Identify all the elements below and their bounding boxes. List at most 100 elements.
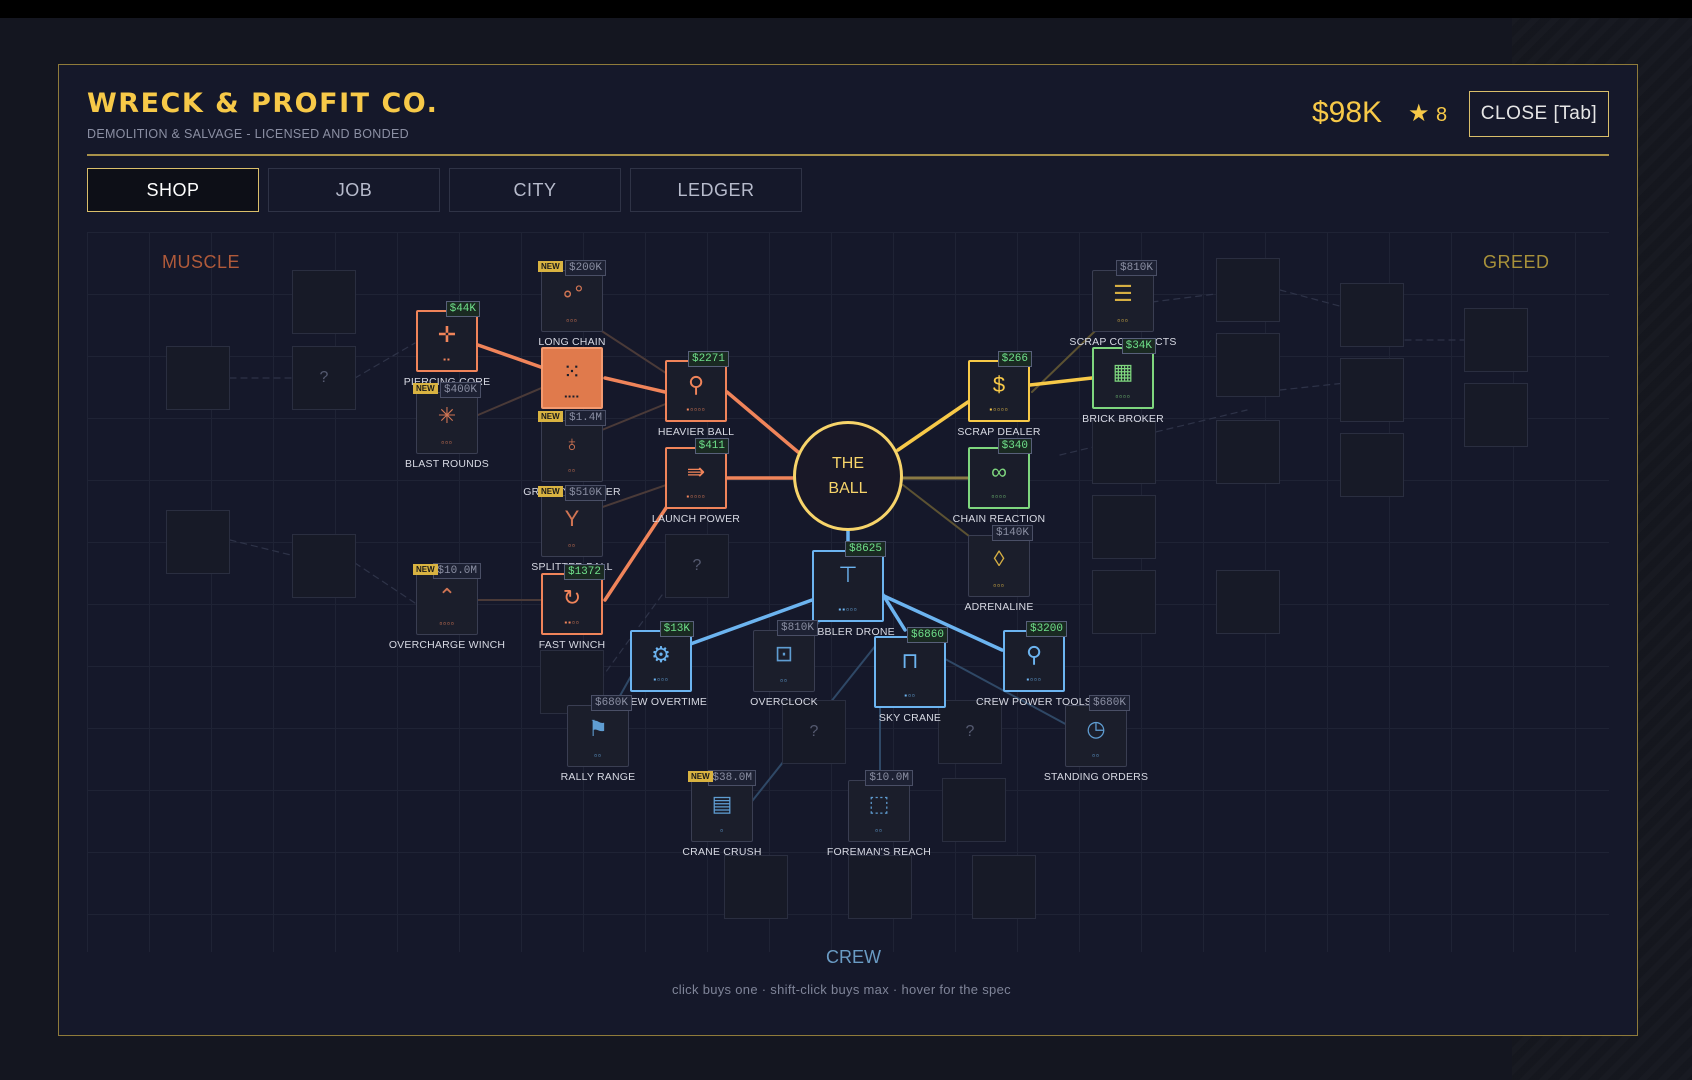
upgrade-node-standing-orders[interactable]: ◷▫▫$680K [1065, 695, 1130, 767]
new-badge: NEW [688, 771, 713, 782]
price-tag: $266 [997, 351, 1032, 367]
level-pips: ▫▫▫ [1117, 316, 1129, 325]
level-pips: ▫▫▫▫ [1115, 392, 1131, 401]
tab-job[interactable]: JOB [268, 168, 440, 212]
zone-label-crew: CREW [826, 947, 881, 967]
price-tag: $8625 [844, 541, 886, 557]
locked-slot [1216, 258, 1280, 322]
upgrade-label-scrap-dealer: SCRAP DEALER [957, 426, 1041, 438]
price-tag: $140K [991, 525, 1033, 541]
splitter-ball-icon: Y [564, 506, 580, 531]
locked-slot [166, 346, 230, 410]
level-pips: ▪▫▫▫ [653, 675, 669, 684]
level-pips: ▫▫ [875, 826, 883, 835]
locked-slot [942, 778, 1006, 842]
upgrade-label-fast-winch: FAST WINCH [538, 639, 606, 651]
upgrade-node-foremans-reach[interactable]: ⬚▫▫$10.0M [848, 770, 913, 842]
money-display: $98K [1312, 96, 1383, 129]
upgrade-node-launch-power[interactable]: ⇛▪▫▫▫▫$411 [665, 438, 729, 509]
locked-unknown-slot[interactable]: ? [782, 700, 846, 764]
locked-slot [1340, 358, 1404, 422]
tab-ledger[interactable]: LEDGER [630, 168, 802, 212]
crane-crush-icon: ▤ [711, 791, 733, 816]
level-pips: ▪▪▪▪ [564, 392, 580, 401]
level-pips: ▫▫ [594, 751, 602, 760]
upgrade-node-cobbler-drone[interactable]: ⊤▪▪▫▫▫$8625 [812, 541, 886, 622]
upgrade-node-crew-overtime[interactable]: ⚙▪▫▫▫$13K [630, 621, 694, 692]
new-badge: NEW [538, 411, 563, 422]
locked-slot [1464, 383, 1528, 447]
upgrade-node-adrenaline[interactable]: ◊▫▫▫$140K [968, 525, 1033, 597]
close-button[interactable]: CLOSE [Tab] [1469, 91, 1609, 137]
locked-unknown-slot[interactable]: ? [938, 700, 1002, 764]
price-tag: $1.4M [564, 410, 606, 426]
controls-hint: click buys one · shift-click buys max · … [672, 982, 1011, 997]
level-pips: ▫▫ [780, 676, 788, 685]
locked-slot [1092, 570, 1156, 634]
locked-slot [972, 855, 1036, 919]
upgrade-node-brick-broker[interactable]: ▦▫▫▫▫$34K [1092, 338, 1156, 409]
window-top-bar [0, 0, 1692, 18]
upgrade-label-crane-crush: CRANE CRUSH [682, 846, 762, 858]
upgrade-node-overclock[interactable]: ⊡▫▫$810K [753, 620, 818, 692]
upgrade-label-launch-power: LAUNCH POWER [651, 513, 741, 525]
new-badge: NEW [413, 383, 438, 394]
upgrade-node-sky-crane[interactable]: ⊓▪▫▫$6860 [874, 627, 948, 708]
level-pips: ▫ [720, 826, 724, 835]
tab-shop[interactable]: SHOP [87, 168, 259, 212]
ball-label-line1: THE [832, 455, 864, 472]
level-pips: ▫▫▫ [441, 438, 453, 447]
upgrade-node-scrap-dealer[interactable]: $▪▫▫▫▫$266 [968, 351, 1032, 422]
locked-unknown-slot[interactable]: ? [665, 534, 729, 598]
locked-slot [1216, 420, 1280, 484]
gravity-hammer-icon: ♁ [563, 431, 581, 456]
upgrade-node-chain-reaction[interactable]: ∞▫▫▫▫$340 [968, 438, 1032, 509]
wrecking-core-icon: ⁙ [562, 359, 582, 384]
price-tag: $200K [564, 260, 606, 276]
overcharge-winch-icon: ⌃ [437, 584, 457, 609]
brick-broker-icon: ▦ [1112, 359, 1134, 384]
locked-unknown-slot[interactable]: ? [292, 346, 356, 410]
price-tag: $38.0M [708, 770, 756, 786]
upgrade-node-scrap-contracts[interactable]: ☰ ▫▫▫ $810K [1092, 260, 1157, 332]
level-pips: ▫▫▫▫ [439, 619, 455, 628]
upgrade-node-rally-range[interactable]: ⚑▫▫$680K [567, 695, 632, 767]
cobbler-drone-icon: ⊤ [838, 562, 858, 587]
upgrade-node-heavier-ball[interactable]: ⚲▪▫▫▫▫$2271 [665, 351, 729, 422]
locked-slot [1092, 420, 1156, 484]
level-pips: ▪▫▫▫ [1026, 675, 1042, 684]
price-tag: $44K [445, 301, 480, 317]
price-tag: $810K [1115, 260, 1157, 276]
upgrade-node-wrecking-core[interactable]: ⁙ ▪▪▪▪ [541, 347, 603, 409]
price-tag: $340 [997, 438, 1032, 454]
brand-tagline: DEMOLITION & SALVAGE - LICENSED AND BOND… [87, 127, 409, 141]
scrap-contracts-icon: ☰ [1113, 281, 1133, 306]
ball-label-line2: BALL [828, 480, 868, 497]
sky-crane-icon: ⊓ [901, 648, 919, 673]
the-ball-center-node[interactable]: THE BALL [793, 421, 903, 531]
upgrade-node-fast-winch[interactable]: ↻▪▪▫▫$1372 [541, 564, 605, 635]
upgrade-node-crew-power-tools[interactable]: ⚲▪▫▫▫$3200 [1003, 621, 1067, 692]
upgrade-label-adrenaline: ADRENALINE [964, 601, 1034, 613]
fast-winch-icon: ↻ [562, 585, 582, 610]
price-tag: $3200 [1025, 621, 1067, 637]
level-pips: ▫▫▫▫ [991, 492, 1007, 501]
level-pips: ▫▫▫ [566, 316, 578, 325]
upgrade-label-overclock: OVERCLOCK [750, 696, 818, 708]
locked-slot [292, 270, 356, 334]
locked-slot [166, 510, 230, 574]
price-tag: $6860 [906, 627, 948, 643]
upgrade-label-brick-broker: BRICK BROKER [1082, 413, 1164, 425]
tab-city[interactable]: CITY [449, 168, 621, 212]
locked-slot [292, 534, 356, 598]
upgrade-node-piercing-core[interactable]: ✛▪▪$44K [416, 301, 480, 372]
locked-slot [724, 855, 788, 919]
level-pips: ▫▫ [1092, 751, 1100, 760]
star-icon: ★ [1408, 100, 1430, 127]
